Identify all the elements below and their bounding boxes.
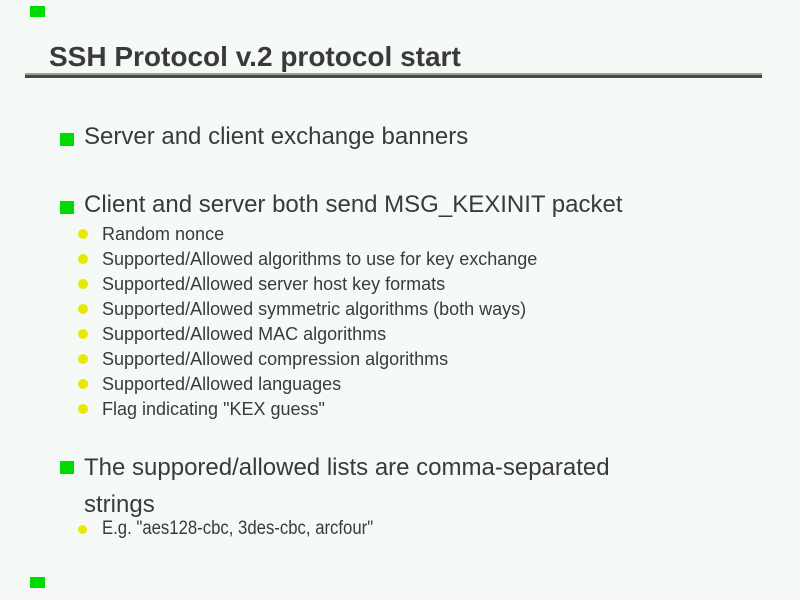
- bullet-item-comma-lists: The suppored/allowed lists are comma-sep…: [84, 454, 610, 518]
- sub-bullet-label: Supported/Allowed MAC algorithms: [102, 324, 387, 344]
- page-mark-bottom-icon: [30, 577, 45, 588]
- sub-bullet-label: E.g. "aes128-cbc, 3des-cbc, arcfour": [102, 518, 374, 539]
- title-underline-shadow: [25, 75, 762, 78]
- sub-bullet-item: Flag indicating "KEX guess": [78, 397, 537, 422]
- sub-bullet-label: Supported/Allowed languages: [102, 374, 342, 394]
- bullet-dot-icon: [78, 229, 88, 239]
- sub-bullet-item: Random nonce: [78, 222, 537, 247]
- sub-bullet-label: Supported/Allowed algorithms to use for …: [102, 249, 538, 269]
- sub-bullet-label: Supported/Allowed compression algorithms: [102, 349, 449, 369]
- bullet-square-icon: [60, 461, 74, 474]
- bullet-dot-icon: [78, 525, 87, 534]
- title-underline-highlight: [25, 73, 762, 75]
- bullet-square-icon: [60, 201, 74, 214]
- bullet-dot-icon: [78, 254, 88, 264]
- bullet-square-icon: [60, 133, 74, 146]
- sub-bullet-label: Supported/Allowed server host key format…: [102, 274, 446, 294]
- sub-bullet-label: Flag indicating "KEX guess": [102, 399, 325, 419]
- bullet-dot-icon: [78, 329, 88, 339]
- sub-bullet-item: Supported/Allowed MAC algorithms: [78, 322, 537, 347]
- sub-bullet-item: Supported/Allowed server host key format…: [78, 272, 537, 297]
- sub-bullet-label: Random nonce: [102, 224, 225, 244]
- bullet-item-banners: Server and client exchange banners: [84, 123, 469, 150]
- bullet-dot-icon: [78, 379, 88, 389]
- title-underline: [25, 73, 762, 78]
- sub-bullet-item: Supported/Allowed algorithms to use for …: [78, 247, 537, 272]
- bullet-item-kexinit: Client and server both send MSG_KEXINIT …: [84, 191, 623, 218]
- bullet-dot-icon: [78, 279, 88, 289]
- sub-bullet-item: Supported/Allowed languages: [78, 372, 537, 397]
- page-mark-top-icon: [30, 6, 45, 17]
- sub-bullet-item: Supported/Allowed symmetric algorithms (…: [78, 297, 537, 322]
- sub-bullet-item: E.g. "aes128-cbc, 3des-cbc, arcfour": [78, 517, 410, 541]
- kexinit-sub-list: Random nonce Supported/Allowed algorithm…: [78, 222, 537, 422]
- slide-title: SSH Protocol v.2 protocol start: [49, 41, 461, 72]
- sub-bullet-item: Supported/Allowed compression algorithms: [78, 347, 537, 372]
- sub-bullet-label: Supported/Allowed symmetric algorithms (…: [102, 299, 527, 319]
- bullet-dot-icon: [78, 354, 88, 364]
- bullet-dot-icon: [78, 304, 88, 314]
- bullet-dot-icon: [78, 404, 88, 414]
